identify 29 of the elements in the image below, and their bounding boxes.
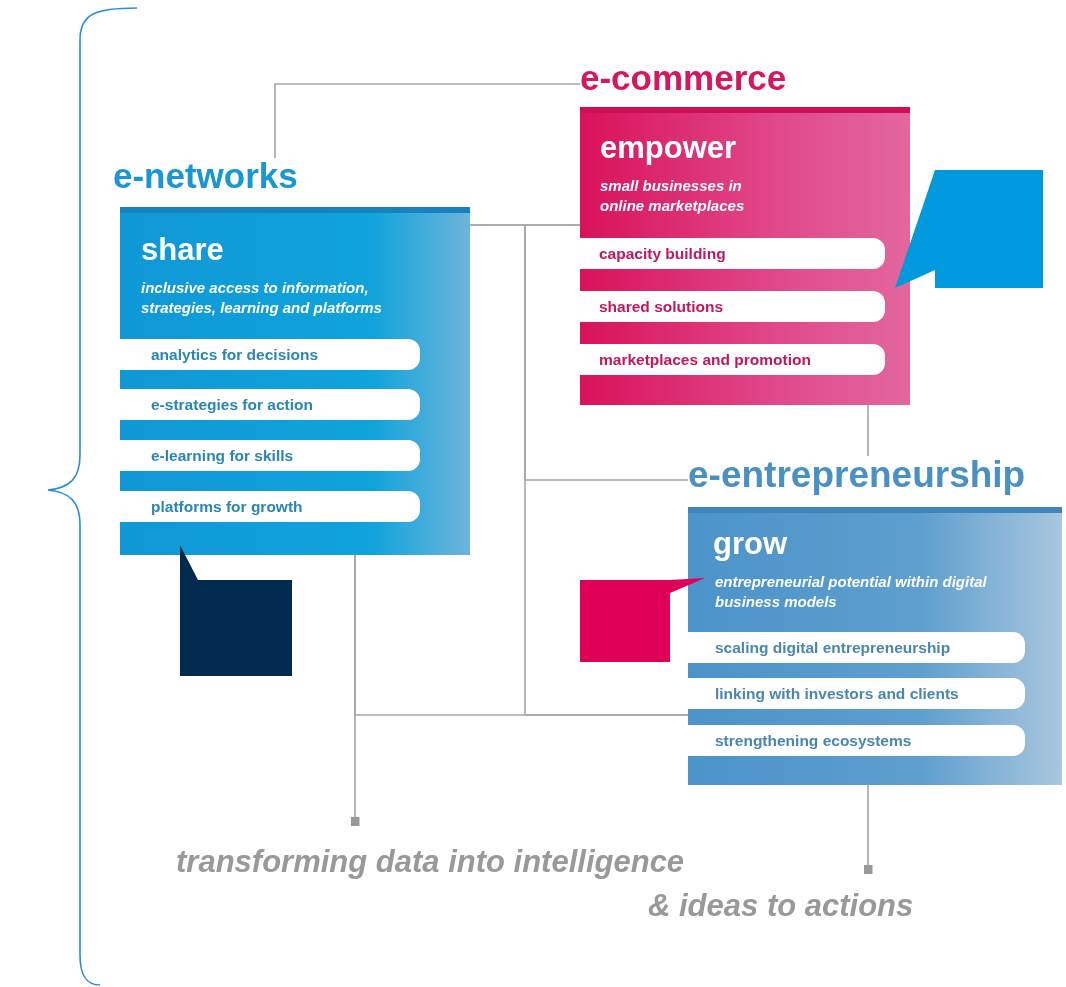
connector-line xyxy=(867,404,869,457)
list-item: strengthening ecosystems xyxy=(688,725,1025,756)
tagline: transforming data into intelligence xyxy=(176,826,721,877)
category-heading: e-networks xyxy=(113,158,298,193)
list-item: analytics for decisions xyxy=(120,339,420,370)
panel-title: empower xyxy=(600,132,737,163)
list-item: linking with investors and clients xyxy=(688,678,1025,709)
connector-line xyxy=(863,784,873,875)
list-item: shared solutions xyxy=(580,291,885,322)
list-item: e-learning for skills xyxy=(120,440,420,471)
panel-title: share xyxy=(141,234,224,265)
connector-line xyxy=(354,554,689,716)
list-item: marketplaces and promotion xyxy=(580,344,885,375)
panel-description: inclusive access to information, strategies, learning and platforms xyxy=(141,278,383,318)
panel-description: small businesses in online marketplaces xyxy=(600,176,746,216)
connector-line xyxy=(469,224,689,481)
list-item: e-strategies for action xyxy=(120,389,420,420)
category-heading: e-commerce xyxy=(580,60,787,95)
panel-description: entrepreneurial potential within digital business models xyxy=(715,572,988,612)
list-item: platforms for growth xyxy=(120,491,420,522)
speech-bubble xyxy=(895,170,1043,288)
speech-bubble xyxy=(580,578,705,662)
list-item: capacity building xyxy=(580,238,885,269)
panel-title: grow xyxy=(713,528,788,559)
category-heading: e-entrepreneurship xyxy=(688,456,1026,493)
list-item: scaling digital entrepreneurship xyxy=(688,632,1025,663)
connector-line xyxy=(274,83,581,159)
speech-bubble xyxy=(180,545,292,676)
tagline: & ideas to actions xyxy=(648,874,983,921)
